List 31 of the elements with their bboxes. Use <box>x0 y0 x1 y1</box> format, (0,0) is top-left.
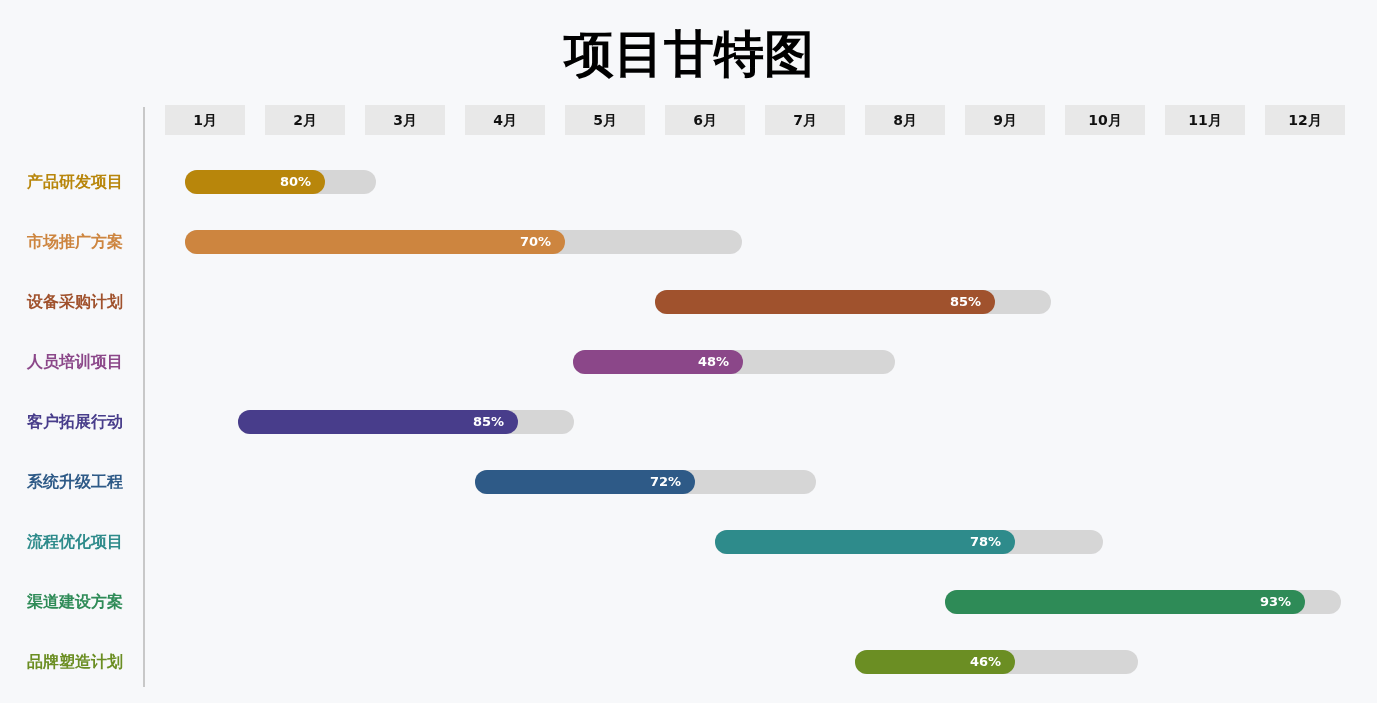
progress-bar: 93% <box>945 590 1305 614</box>
task-label: 人员培训项目 <box>27 351 123 373</box>
month-header: 10月 <box>1065 105 1145 135</box>
month-header: 6月 <box>665 105 745 135</box>
progress-bar: 70% <box>185 230 565 254</box>
progress-bar: 78% <box>715 530 1015 554</box>
task-label: 品牌塑造计划 <box>27 651 123 673</box>
chart-title: 项目甘特图 <box>562 24 815 85</box>
month-header: 9月 <box>965 105 1045 135</box>
month-header: 11月 <box>1165 105 1245 135</box>
month-header: 4月 <box>465 105 545 135</box>
task-label: 系统升级工程 <box>27 471 123 493</box>
progress-bar: 80% <box>185 170 325 194</box>
month-header: 1月 <box>165 105 245 135</box>
task-label: 客户拓展行动 <box>27 411 123 433</box>
task-label: 市场推广方案 <box>27 231 123 253</box>
task-label: 渠道建设方案 <box>27 591 123 613</box>
task-label: 产品研发项目 <box>27 171 123 193</box>
progress-bar: 85% <box>655 290 995 314</box>
progress-bar: 72% <box>475 470 695 494</box>
month-header: 8月 <box>865 105 945 135</box>
task-label: 设备采购计划 <box>27 291 123 313</box>
progress-bar: 48% <box>573 350 743 374</box>
month-header: 3月 <box>365 105 445 135</box>
month-header: 5月 <box>565 105 645 135</box>
month-header: 12月 <box>1265 105 1345 135</box>
progress-bar: 85% <box>238 410 518 434</box>
month-header: 2月 <box>265 105 345 135</box>
task-label: 流程优化项目 <box>27 531 123 553</box>
progress-bar: 46% <box>855 650 1015 674</box>
month-header: 7月 <box>765 105 845 135</box>
